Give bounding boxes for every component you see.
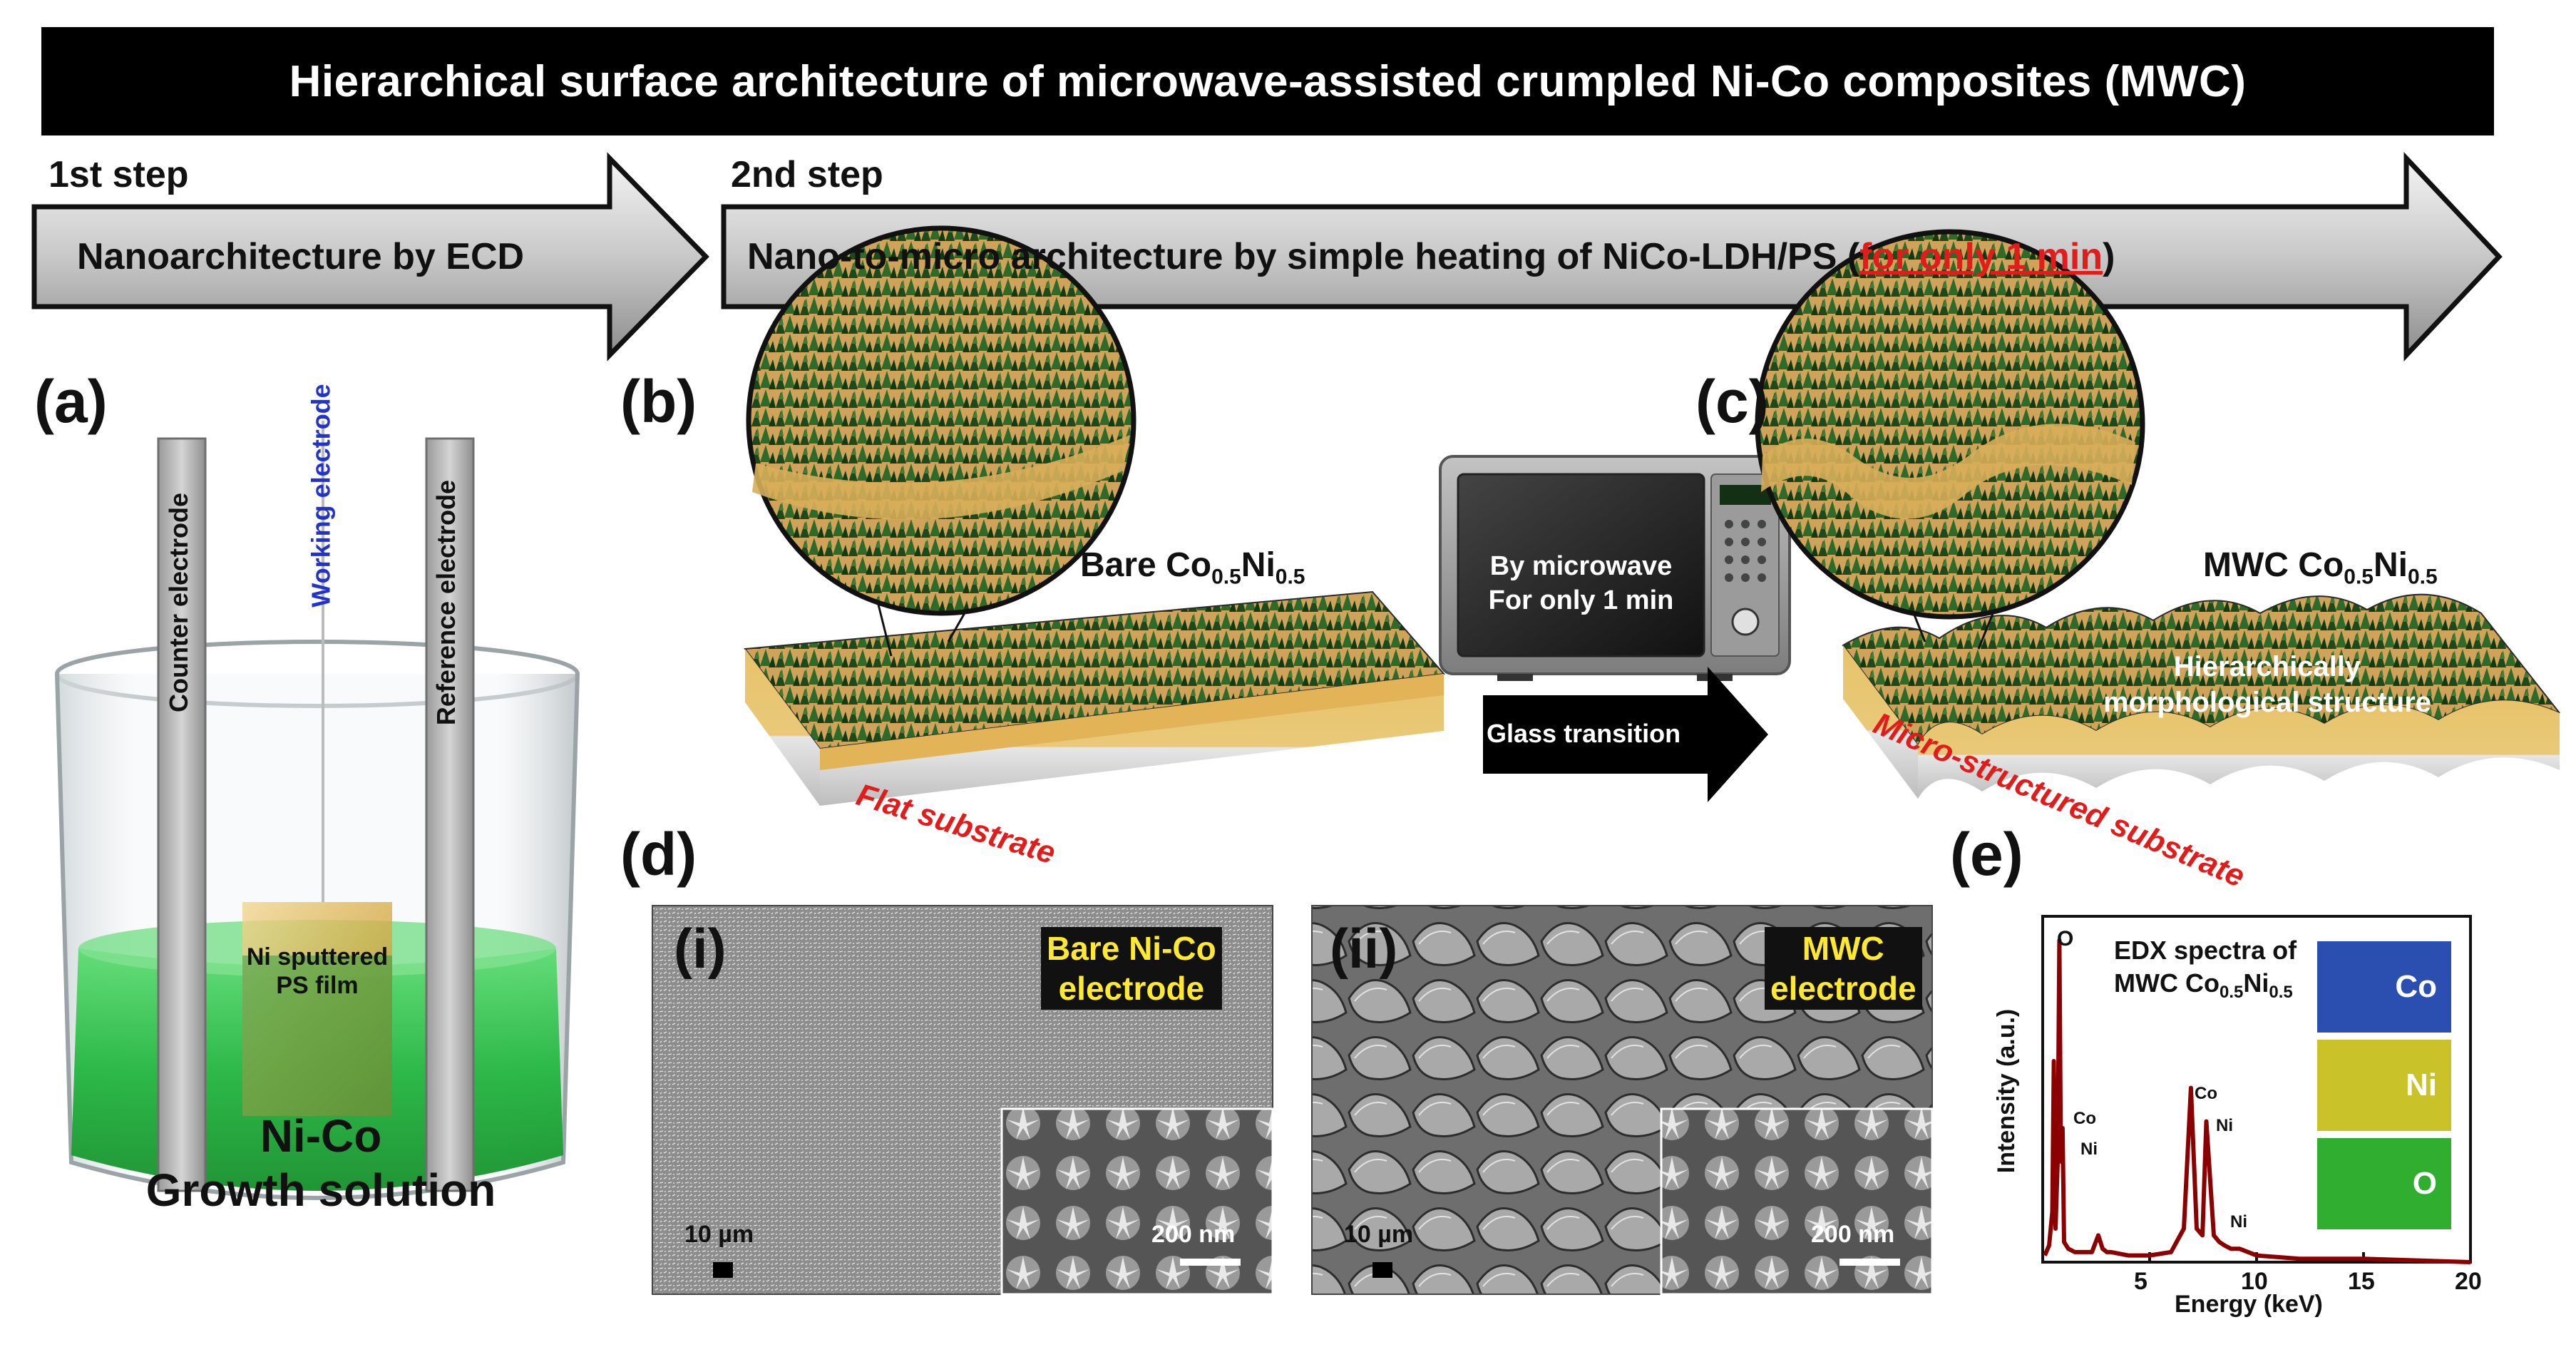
working-electrode-label-wrap: Working electrode (189, 384, 460, 607)
sem-inset-bare (1000, 1107, 1274, 1296)
edx-peak-ni-low: Ni (2080, 1140, 2098, 1159)
step2-text-end: ) (2103, 236, 2115, 277)
scale-bar-bare (713, 1262, 733, 1278)
edx-xlabel: Energy (keV) (2175, 1291, 2323, 1318)
working-electrode-label: Working electrode (307, 384, 336, 608)
microwave-line2: For only 1 min (1488, 585, 1674, 615)
edx-legend-sub2: 0.5 (2269, 983, 2293, 1003)
edx-legend-main: MWC Co (2114, 968, 2220, 998)
edx-xtick-label: 10 (2241, 1268, 2268, 1295)
sem-badge-mwc-line1: MWC (1802, 930, 1884, 967)
edx-peak-co-high: Co (2195, 1084, 2217, 1103)
zoom-circle-b (746, 225, 1136, 616)
scale-text-bare-inset: 200 nm (1151, 1221, 1236, 1248)
step1-label: 1st step (48, 154, 189, 195)
bare-label-sub2: 0.5 (1275, 565, 1305, 589)
reference-electrode (425, 437, 475, 1192)
mwc-coni-label: MWC Co0.5Ni0.5 (2203, 546, 2438, 590)
mwc-label-main: MWC Co (2203, 546, 2344, 584)
edx-map-ni-label: Ni (2406, 1067, 2437, 1102)
edx-ylabel: Intensity (a.u.) (1993, 1008, 2020, 1174)
edx-xtick-label: 15 (2348, 1268, 2375, 1295)
scale-bar-mwc (1372, 1262, 1392, 1278)
hierarchical-structure-label: Hierarchically morphological structure (2082, 649, 2453, 720)
edx-peak-co-low: Co (2073, 1109, 2096, 1128)
microstructured-substrate-illustration (1755, 229, 2560, 799)
edx-xtick-label: 20 (2455, 1268, 2482, 1295)
bare-coni-label: Bare Co0.5Ni0.5 (1080, 546, 1305, 590)
microwave-window-text: By microwave For only 1 min (1458, 549, 1704, 618)
counter-electrode-label-wrap: Counter electrode (39, 493, 324, 712)
mwc-label-sub1: 0.5 (2344, 565, 2374, 589)
bare-label-main: Bare Co (1080, 546, 1212, 584)
bare-label-sub1: 0.5 (1211, 565, 1241, 589)
scale-text-bare: 10 µm (684, 1221, 754, 1248)
edx-peak-ni-third: Ni (2230, 1212, 2247, 1231)
zoom-circle-c (1755, 229, 2145, 620)
film-label-line2: PS film (276, 972, 359, 999)
reference-electrode-label: Reference electrode (431, 479, 461, 726)
flat-substrate-illustration (744, 225, 1445, 806)
edx-legend-mid: Ni (2243, 968, 2269, 998)
mwc-label-sub2: 0.5 (2408, 565, 2438, 589)
scale-bar-bare-inset (1180, 1259, 1241, 1266)
panel-label-b: (b) (620, 368, 697, 435)
film-label: Ni sputtered PS film (225, 943, 410, 1000)
edx-map-ni: Ni (2317, 1040, 2451, 1131)
sem-badge-bare-line1: Bare Ni-Co (1047, 930, 1216, 967)
sem-label-ii: (ii) (1330, 917, 1398, 980)
counter-electrode-label: Counter electrode (164, 492, 193, 713)
bare-label-mid: Ni (1241, 546, 1276, 584)
edx-legend-line2: MWC Co0.5Ni0.5 (2114, 967, 2297, 1009)
solution-label-line1: Ni-Co (260, 1110, 382, 1162)
panel-label-e: (e) (1950, 821, 2023, 888)
edx-legend: EDX spectra of MWC Co0.5Ni0.5 (2114, 934, 2297, 1009)
structure-line2: morphological structure (2103, 687, 2432, 718)
scale-bar-mwc-inset (1839, 1259, 1900, 1266)
glass-transition-arrow (1483, 667, 1768, 802)
sem-inset-mwc (1660, 1107, 1934, 1296)
edx-legend-line1: EDX spectra of (2114, 936, 2297, 965)
reference-electrode-label-wrap: Reference electrode (292, 480, 606, 725)
mwc-label-mid: Ni (2374, 546, 2408, 584)
scale-text-mwc: 10 µm (1344, 1221, 1414, 1248)
scale-text-mwc-inset: 200 nm (1811, 1221, 1895, 1248)
step2-text-main: Nano-to-micro architecture by simple hea… (747, 236, 1860, 277)
step2-label: 2nd step (731, 154, 883, 195)
sem-label-i: (i) (674, 917, 727, 980)
edx-spectrum-line (2043, 938, 2471, 1264)
edx-map-o: O (2317, 1138, 2451, 1229)
step1-text: Nanoarchitecture by ECD (77, 236, 525, 277)
edx-map-co-label: Co (2395, 969, 2437, 1004)
solution-label: Ni-Co Growth solution (78, 1109, 563, 1217)
edx-map-co: Co (2317, 941, 2451, 1033)
solution-label-line2: Growth solution (145, 1164, 496, 1216)
edx-ylabel-wrap: Intensity (a.u.) (1868, 1009, 2153, 1173)
edx-peak-o: O (2057, 927, 2074, 951)
panel-label-d: (d) (620, 821, 697, 888)
edx-xtick-label: 5 (2134, 1268, 2147, 1295)
sem-badge-mwc-line2: electrode (1770, 970, 1916, 1007)
edx-peak-ni-high: Ni (2216, 1116, 2233, 1135)
panel-label-c: (c) (1695, 368, 1769, 435)
panel-label-a: (a) (34, 368, 108, 435)
glass-transition-label: Glass transition (1487, 719, 1681, 748)
title-banner: Hierarchical surface architecture of mic… (41, 27, 2494, 135)
sem-badge-mwc: MWC electrode (1765, 927, 1922, 1010)
beaker-illustration (55, 421, 580, 1200)
step2-highlight: for only 1 min (1859, 236, 2103, 277)
sem-badge-bare-line2: electrode (1058, 970, 1205, 1007)
figure-title: Hierarchical surface architecture of mic… (289, 56, 2247, 106)
edx-map-o-label: O (2412, 1166, 2437, 1201)
sem-badge-bare: Bare Ni-Co electrode (1041, 927, 1222, 1010)
counter-electrode (157, 437, 207, 1192)
structure-line1: Hierarchically (2173, 651, 2361, 682)
step1-arrow (31, 152, 709, 362)
film-label-line1: Ni sputtered (246, 943, 389, 971)
step2-text: Nano-to-micro architecture by simple hea… (747, 235, 2115, 278)
microwave-line1: By microwave (1489, 551, 1673, 581)
edx-legend-sub1: 0.5 (2219, 983, 2244, 1003)
